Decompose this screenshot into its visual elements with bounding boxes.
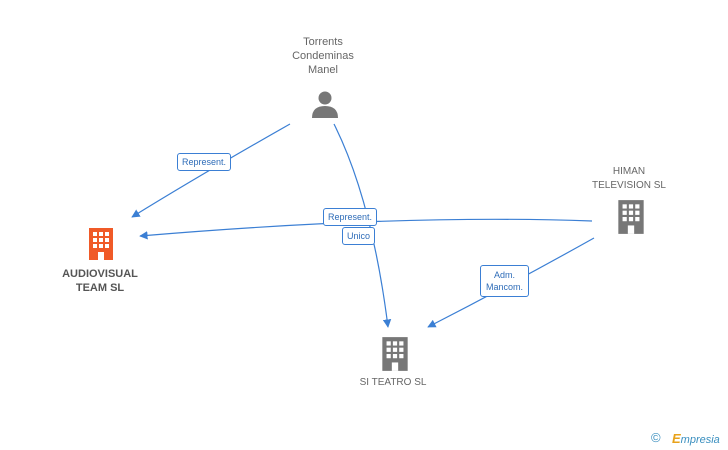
person-name-line3: Manel [308,64,338,76]
person-icon[interactable] [310,89,340,119]
edge-person-audiovisual [131,123,291,218]
person-name-line1: Torrents [303,36,343,48]
copyright-icon: © [651,430,661,445]
edge-label-himan-audiovisual: Represent. [323,208,378,226]
building-icon[interactable] [615,198,647,236]
person-name-line2: Condeminas [292,50,354,62]
audiovisual-name-line2: TEAM SL [75,282,125,294]
edge-label-person-audiovisual: Represent. [177,153,232,171]
person-node-label[interactable]: Torrents Condeminas Manel [270,35,376,77]
audiovisual-name-line1: AUDIOVISUAL [62,268,138,280]
audiovisual-node-label[interactable]: AUDIOVISUAL TEAM SL [46,267,154,295]
teatro-node-label[interactable]: SI TEATRO SL [343,376,443,390]
himan-name-line2: TELEVISION SL [592,180,666,191]
building-icon[interactable] [86,226,116,262]
himan-node-label[interactable]: HIMAN TELEVISION SL [574,165,684,193]
brand-logo[interactable]: Empresia [672,431,720,446]
edge-label-person-teatro: Unico [342,227,376,245]
edge-label-himan-teatro: Adm. Mancom. [480,265,530,297]
teatro-name-line1: SI TEATRO SL [359,377,427,388]
himan-name-line1: HIMAN [612,166,646,177]
edge-himan-audiovisual [139,218,593,240]
building-icon[interactable] [379,335,411,373]
